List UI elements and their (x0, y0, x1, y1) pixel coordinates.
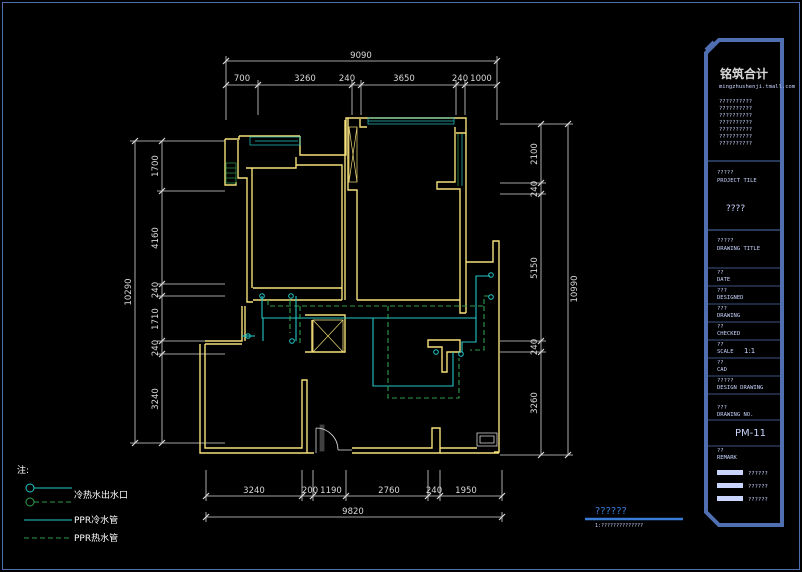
dim-bottom-4: 2760 (378, 486, 400, 496)
dimension-ticks (131, 57, 572, 521)
legend-item-hot: PPR热水管 (74, 532, 118, 544)
outlet-circle-icon (25, 483, 72, 507)
svg-text:??????????: ?????????? (719, 127, 752, 133)
svg-text:??????????: ?????????? (719, 99, 752, 105)
svg-text:??????????: ?????????? (719, 113, 752, 119)
svg-text:??????: ?????? (748, 484, 768, 490)
dim-top-4: 3650 (393, 74, 415, 84)
drawing-number: PM-11 (735, 428, 766, 439)
company-website: mingzhushenji.tmall.com (719, 84, 796, 90)
drawing-no-en: DRAWING NO. (717, 412, 753, 418)
dim-left-5: 240 (151, 340, 161, 356)
svg-text:CHECKED: CHECKED (717, 331, 740, 337)
dim-left-2: 4160 (151, 227, 161, 249)
dim-top-3: 240 (339, 74, 355, 84)
walls (199, 117, 500, 454)
svg-text:SCALE: SCALE (717, 349, 734, 355)
svg-text:DESIGNED: DESIGNED (717, 295, 744, 301)
dim-right-4: 240 (530, 339, 540, 355)
dim-bottom-6: 1950 (455, 486, 477, 496)
project-title: PROJECT TILE (717, 178, 757, 184)
svg-text:??????????: ?????????? (719, 106, 752, 112)
project-value: ???? (726, 204, 745, 214)
dim-bottom-1: 3240 (243, 486, 265, 496)
remark-swatches (717, 470, 743, 501)
svg-text:??????: ?????? (748, 471, 768, 477)
dim-left-6: 3240 (151, 388, 161, 410)
svg-text:??????????: ?????????? (719, 134, 752, 140)
svg-text:??????: ?????? (748, 497, 768, 503)
drawing-subtitle: 1:?????????????? (595, 523, 643, 529)
svg-text:??????????: ?????????? (719, 141, 752, 147)
dim-left-4: 1710 (151, 308, 161, 330)
dim-right-2: 240 (530, 181, 540, 197)
dim-bottom-2: 200 (302, 486, 318, 496)
svg-text:DRAWING: DRAWING (717, 313, 740, 319)
fixture (476, 432, 498, 447)
title-block-notes: ?????????? ?????????? ?????????? ???????… (719, 99, 752, 147)
dim-top-6: 1000 (470, 74, 492, 84)
dim-right-3: 5150 (530, 257, 540, 279)
svg-text:DATE: DATE (717, 277, 730, 283)
svg-text:???: ??? (717, 306, 727, 312)
svg-text:CAD: CAD (717, 367, 727, 373)
cold-water-pipes (242, 275, 490, 387)
svg-text:??: ?? (717, 270, 724, 276)
dim-left-3: 240 (151, 282, 161, 298)
svg-text:?????: ????? (717, 378, 734, 384)
legend-title: 注: (17, 464, 29, 476)
window-hatch (225, 117, 463, 353)
dim-left-total: 10290 (124, 278, 134, 305)
svg-text:??: ?? (717, 342, 724, 348)
remark-en: REMARK (717, 455, 738, 461)
scale-value: 1:1 (744, 347, 755, 355)
svg-text:??????????: ?????????? (719, 120, 752, 126)
drawing-no-label: ??? (717, 405, 727, 411)
company-logo: 铭筑合计 (720, 66, 768, 81)
dim-right-total: 10990 (570, 275, 580, 302)
dim-top-2: 3260 (294, 74, 316, 84)
dim-top-1: 700 (234, 74, 250, 84)
dim-bottom-3: 1190 (320, 486, 342, 496)
svg-text:??: ?? (717, 324, 724, 330)
dim-bottom-total: 9820 (342, 507, 364, 517)
outlet-markers (245, 272, 494, 357)
legend-item-cold: PPR冷水管 (74, 514, 118, 526)
svg-text:DESIGN DRAWING: DESIGN DRAWING (717, 385, 763, 391)
dim-top-5: 240 (452, 74, 468, 84)
dim-top-total: 9090 (350, 51, 372, 61)
dim-left-1: 1700 (151, 155, 161, 177)
drawing-title-label: ????? (717, 238, 734, 244)
title-block-rows: ?? DATE ??? DESIGNED ??? DRAWING ?? CHEC… (717, 270, 763, 391)
dim-right-5: 3260 (530, 392, 540, 414)
legend-item-outlet: 冷热水出水口 (74, 489, 128, 501)
project-label: ????? (717, 170, 734, 176)
hot-water-pipes (267, 295, 492, 399)
svg-text:???: ??? (717, 288, 727, 294)
title-block-frame (704, 38, 784, 527)
remark-label: ?? (717, 448, 724, 454)
drawing-name: ?????? (595, 506, 627, 517)
entry-door (315, 424, 352, 453)
drawing-title-en: DRAWING TITLE (717, 246, 760, 252)
dim-right-1: 2100 (530, 143, 540, 165)
dimension-lines (130, 56, 573, 522)
svg-text:??: ?? (717, 360, 724, 366)
dim-bottom-5: 240 (426, 486, 442, 496)
